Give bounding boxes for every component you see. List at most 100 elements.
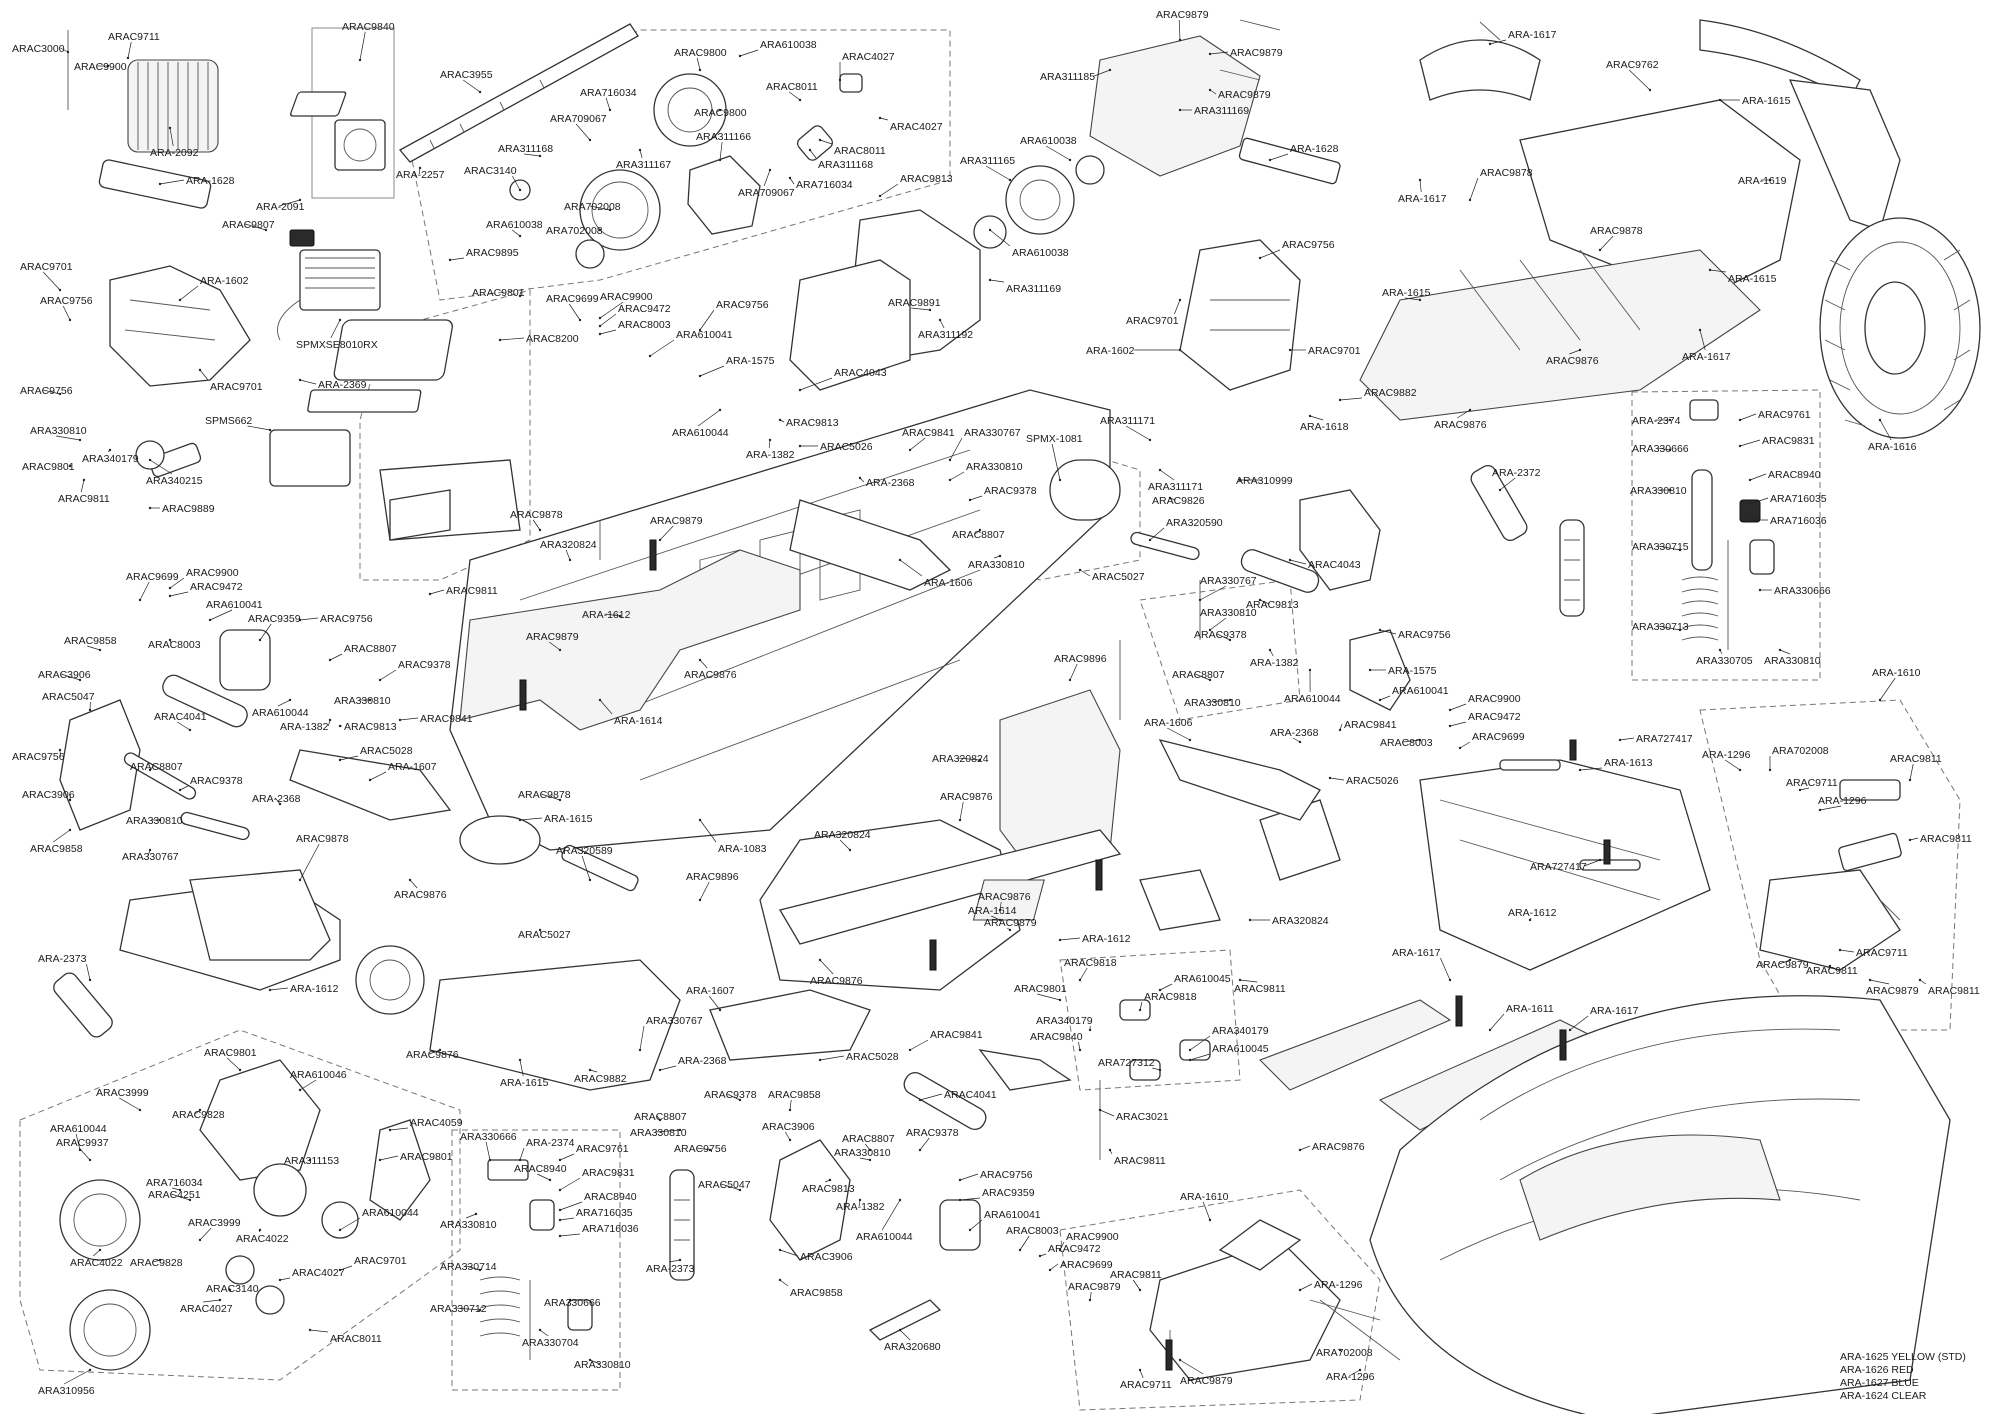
leader-arac9756-l: [62, 305, 71, 321]
leader-ara1617-tr3: [1699, 329, 1706, 351]
part-label-ara330810-l2: ARA330810: [334, 695, 391, 707]
wing-mount-top: [1419, 39, 1541, 101]
leader-dot-ara311192: [938, 318, 942, 322]
part-label-arac9879-t3: ARAC9879: [1218, 89, 1271, 101]
leader-arac4059: [389, 1127, 409, 1131]
leader-dot-arac9472-d: [1038, 1254, 1042, 1258]
leader-arac9876-tr2: [1457, 409, 1471, 419]
part-label-arac4022-a: ARAC4022: [236, 1233, 289, 1245]
part-label-ara2257: ARA-2257: [396, 169, 445, 181]
leader-dot-arac9699-d: [1048, 1268, 1052, 1272]
leader-dot-ara1296-b2: [1358, 1368, 1362, 1372]
leader-ara610044-l3: [339, 1217, 361, 1231]
part-label-arac9472-d: ARAC9472: [1048, 1243, 1101, 1255]
part-label-ara330810-s1: ARA330810: [440, 1219, 497, 1231]
leader-dot-ara1607-d: [718, 1008, 722, 1012]
leader-arac3021: [1099, 1109, 1115, 1117]
leader-arac8003-a: [599, 329, 617, 335]
leader-arac8940-r: [1749, 473, 1767, 481]
leader-ara1615-m: [519, 817, 543, 821]
leader-dot-ara320824-c: [1248, 918, 1252, 922]
leader-dot-arac9858-d: [788, 1108, 792, 1112]
part-label-ara716036-s: ARA716036: [582, 1223, 639, 1235]
front-skid: [189, 869, 331, 961]
part-label-ara311168-b: ARA311168: [818, 159, 873, 171]
front-shock-small: [479, 1159, 593, 1360]
left-turnbuckle-2: [180, 811, 250, 841]
part-label-ara1611: ARA-1611: [1506, 1003, 1554, 1015]
leader-ara610044-a: [697, 409, 721, 427]
part-label-arac9878-tr2: ARAC9878: [1590, 225, 1643, 237]
side-guard-left: [459, 549, 801, 731]
front-body-post: [561, 844, 639, 892]
part-label-arac9378-l2: ARAC9378: [190, 775, 243, 787]
leader-arac9891: [911, 307, 931, 311]
leader-dot-ara330666-s: [488, 1158, 492, 1162]
leader-arac9840-top: [359, 31, 366, 61]
leader-dot-ara1617-b1: [1448, 978, 1452, 982]
leader-dot-ara311169-b: [988, 278, 992, 282]
leader-dot-arac9699-l: [138, 598, 142, 602]
leader-ara311169-b: [989, 279, 1005, 283]
leader-ara1607-l: [369, 771, 387, 781]
part-label-arac8807-d: ARAC8807: [634, 1111, 687, 1123]
part-label-arac9895: ARAC9895: [466, 247, 519, 259]
leader-arac8940-s1: [537, 1173, 551, 1181]
leader-dot-ara610045-a: [1158, 988, 1162, 992]
leader-dot-arac9756-d: [708, 1148, 712, 1152]
leader-dot-ara1607-l: [368, 778, 372, 782]
leader-dot-ara1575-c: [1368, 668, 1372, 672]
front-arm-right: [709, 989, 871, 1061]
leader-arac8807-c: [1195, 673, 1211, 681]
part-label-arac9900-c: ARAC9900: [1468, 693, 1521, 705]
leader-ara1575-a: [699, 365, 725, 377]
leader-dot-arac9800-b: [718, 108, 722, 112]
leader-ara340179-m2: [1189, 1035, 1211, 1051]
part-label-ara1617-tr3: ARA-1617: [1682, 351, 1731, 363]
servo: [269, 429, 351, 487]
leader-arac9879-t2: [1209, 51, 1229, 55]
leader-dot-arac9701-l: [58, 288, 62, 292]
leader-dot-ara311153: [308, 1158, 312, 1162]
leader-dot-arac9378-d2: [918, 1148, 922, 1152]
leader-ara330810-d3: [860, 1157, 871, 1161]
part-label-arac9761-s: ARAC9761: [576, 1143, 629, 1155]
motor-heatsink: [127, 59, 219, 153]
leader-dot-arac9813-d: [828, 1178, 832, 1182]
part-label-ara1607-d: ARA-1607: [686, 985, 735, 997]
part-label-ara330810-r1: ARA330810: [1630, 485, 1687, 497]
part-label-arac9378-d: ARAC9378: [704, 1089, 757, 1101]
part-label-spmxse8010rx: SPMXSE8010RX: [296, 339, 378, 351]
part-label-ara311165: ARA311165: [960, 155, 1015, 167]
leader-dot-arac9878-m: [558, 798, 562, 802]
part-label-ara610041-a: ARA610041: [676, 329, 733, 341]
part-label-arac8011-a: ARAC8011: [766, 81, 818, 93]
part-label-arac9811-c: ARAC9811: [446, 585, 498, 597]
part-label-arac4041-l: ARAC4041: [154, 711, 207, 723]
leader-ara1614-b: [991, 915, 1001, 921]
leader-ara610041-d: [969, 1219, 983, 1231]
part-label-arac9761-r: ARAC9761: [1758, 409, 1811, 421]
leader-dot-arac8003-a: [598, 332, 602, 336]
wing-mount-bracket: [1839, 779, 1901, 801]
leader-ara320589: [581, 855, 591, 881]
leader-arac8011-a: [788, 91, 801, 101]
part-label-ara610038-d: ARA610038: [1012, 247, 1069, 259]
part-label-ara320590: ARA320590: [1166, 517, 1223, 529]
leader-arac8940-s2: [559, 1201, 583, 1211]
leader-dot-arac9359-l: [258, 638, 262, 642]
leader-dot-arac9858-l: [98, 648, 102, 652]
leader-arac9378-d: [727, 1093, 741, 1101]
body-shell: [1369, 995, 1951, 1414]
leader-dot-ara1602-l: [178, 298, 182, 302]
leader-dot-ara2091: [298, 198, 302, 202]
part-label-arac3906-l2: ARAC3906: [22, 789, 75, 801]
part-label-arac9801-l: ARAC9801: [22, 461, 75, 473]
leader-arac9878-l: [299, 843, 320, 881]
part-label-arac9882-b: ARAC9882: [574, 1073, 627, 1085]
front-arm-left-lower: [289, 749, 452, 821]
leader-ara2369: [299, 379, 317, 385]
leader-dot-arac9761-r: [1738, 418, 1742, 422]
leader-dot-arac8807-a: [978, 528, 982, 532]
leader-dot-ara330767-d: [638, 1048, 642, 1052]
